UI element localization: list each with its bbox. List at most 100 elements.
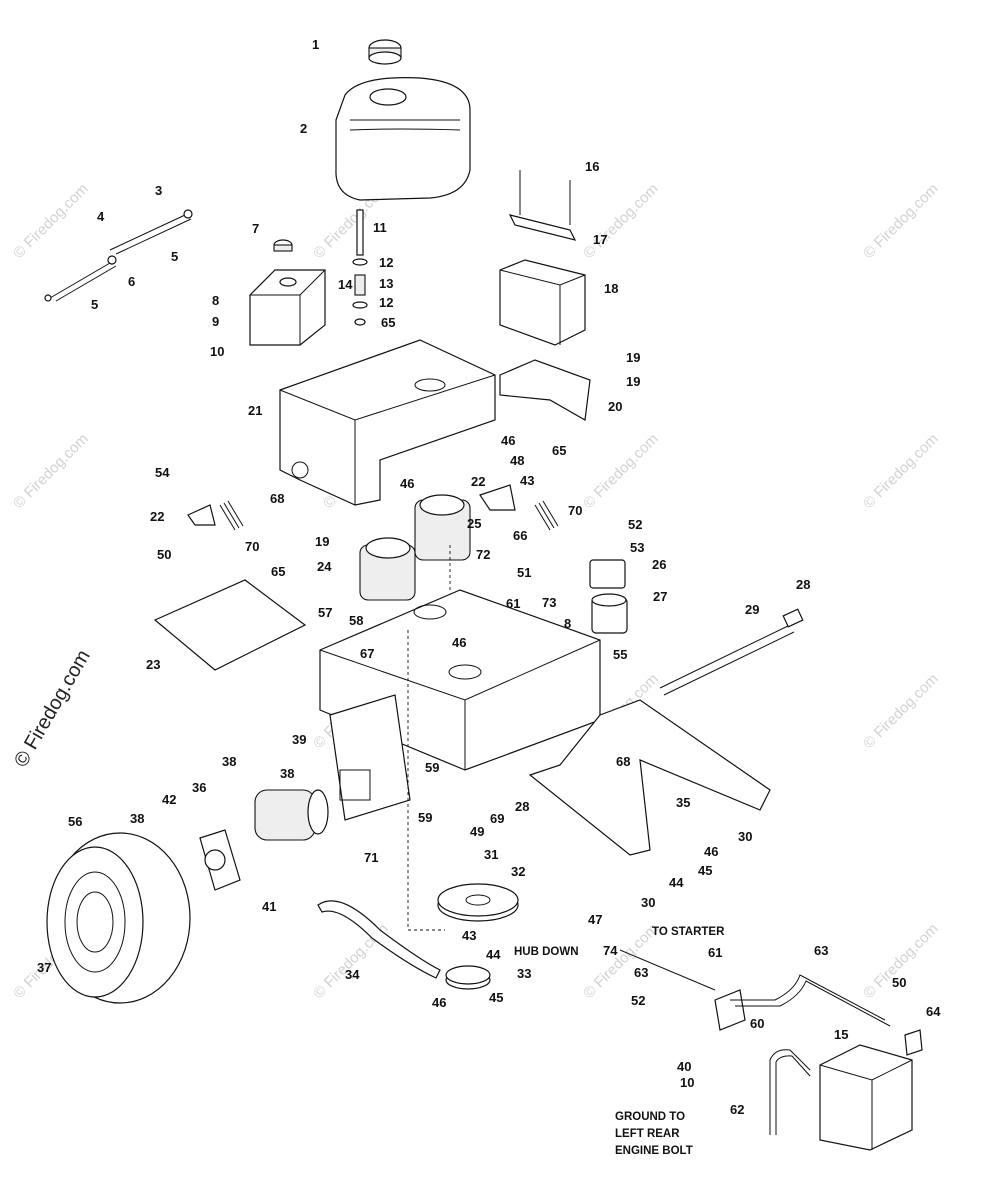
callout-50: 50 [892,975,907,990]
callout-16: 16 [585,159,600,174]
callout-21: 21 [248,403,263,418]
callout-5: 5 [171,249,179,264]
callout-67: 67 [360,646,375,661]
callout-40: 40 [677,1059,692,1074]
battery-tray [499,359,591,421]
callout-46: 46 [501,433,516,448]
callout-19: 19 [626,350,641,365]
callout-10: 10 [210,344,225,359]
callout-59: 59 [418,810,433,825]
callout-25: 25 [467,516,482,531]
note-to-starter: TO STARTER [652,926,725,938]
starter-wiring [619,949,923,1151]
fuel-lines [44,209,193,302]
callout-31: 31 [484,847,499,862]
callout-46: 46 [432,995,447,1010]
hydraulic-tank [249,239,326,346]
callout-32: 32 [511,864,526,879]
callout-3: 3 [155,183,163,198]
callout-62: 62 [730,1102,745,1117]
callout-48: 48 [510,453,525,468]
callout-45: 45 [489,990,504,1005]
callout-27: 27 [653,589,668,604]
callout-70: 70 [245,539,260,554]
callout-28: 28 [515,799,530,814]
callout-29: 29 [745,602,760,617]
callout-22: 22 [471,474,486,489]
callout-8: 8 [564,616,572,631]
callout-4: 4 [97,209,105,224]
callout-10: 10 [680,1075,695,1090]
callout-30: 30 [641,895,656,910]
callout-12: 12 [379,295,394,310]
callout-42: 42 [162,792,177,807]
relay-and-filter [589,559,628,634]
callout-8: 8 [212,293,220,308]
callout-65: 65 [381,315,396,330]
callout-46: 46 [704,844,719,859]
callout-66: 66 [513,528,528,543]
callout-49: 49 [470,824,485,839]
callout-74: 74 [603,943,618,958]
callout-43: 43 [520,473,535,488]
callout-61: 61 [506,596,521,611]
main-frame [279,339,496,506]
note-ground-line-1: GROUND TO [615,1111,686,1123]
callout-15: 15 [834,1027,849,1042]
fuel-tank [335,77,471,201]
callout-44: 44 [486,947,501,962]
note-ground-line-3: ENGINE BOLT [615,1145,693,1157]
callout-46: 46 [400,476,415,491]
pulleys-and-belt [317,883,519,990]
callout-26: 26 [652,557,667,572]
wheel-motor [199,789,329,891]
callout-38: 38 [222,754,237,769]
callout-69: 69 [490,811,505,826]
callout-47: 47 [588,912,603,927]
callout-13: 13 [379,276,394,291]
callout-55: 55 [613,647,628,662]
callout-1: 1 [312,37,320,52]
callout-45: 45 [698,863,713,878]
callout-58: 58 [349,613,364,628]
callout-12: 12 [379,255,394,270]
callout-46: 46 [452,635,467,650]
callout-9: 9 [212,314,220,329]
callout-20: 20 [608,399,623,414]
callout-52: 52 [628,517,643,532]
note-hub-down: HUB DOWN [514,946,579,958]
callout-14: 14 [338,277,353,292]
side-plate [329,694,411,821]
callout-22: 22 [150,509,165,524]
callout-52: 52 [631,993,646,1008]
callout-36: 36 [192,780,207,795]
callout-19: 19 [315,534,330,549]
shield-plate [153,579,307,671]
stud-spacer-stack [352,209,368,326]
brackets-and-springs [187,484,559,531]
callout-68: 68 [270,491,285,506]
callout-5: 5 [91,297,99,312]
callout-57: 57 [318,605,333,620]
callout-38: 38 [280,766,295,781]
callout-2: 2 [300,121,308,136]
note-ground-line-2: LEFT REAR [615,1128,680,1140]
callout-30: 30 [738,829,753,844]
callout-6: 6 [128,274,136,289]
callout-65: 65 [552,443,567,458]
callout-65: 65 [271,564,286,579]
callout-41: 41 [262,899,277,914]
callout-28: 28 [796,577,811,592]
callout-59: 59 [425,760,440,775]
callout-73: 73 [542,595,557,610]
callout-71: 71 [364,850,379,865]
callout-70: 70 [568,503,583,518]
callout-68: 68 [616,754,631,769]
callout-11: 11 [373,220,387,235]
callout-24: 24 [317,559,332,574]
hydro-pumps [359,494,471,601]
callout-63: 63 [814,943,829,958]
callout-51: 51 [517,565,532,580]
